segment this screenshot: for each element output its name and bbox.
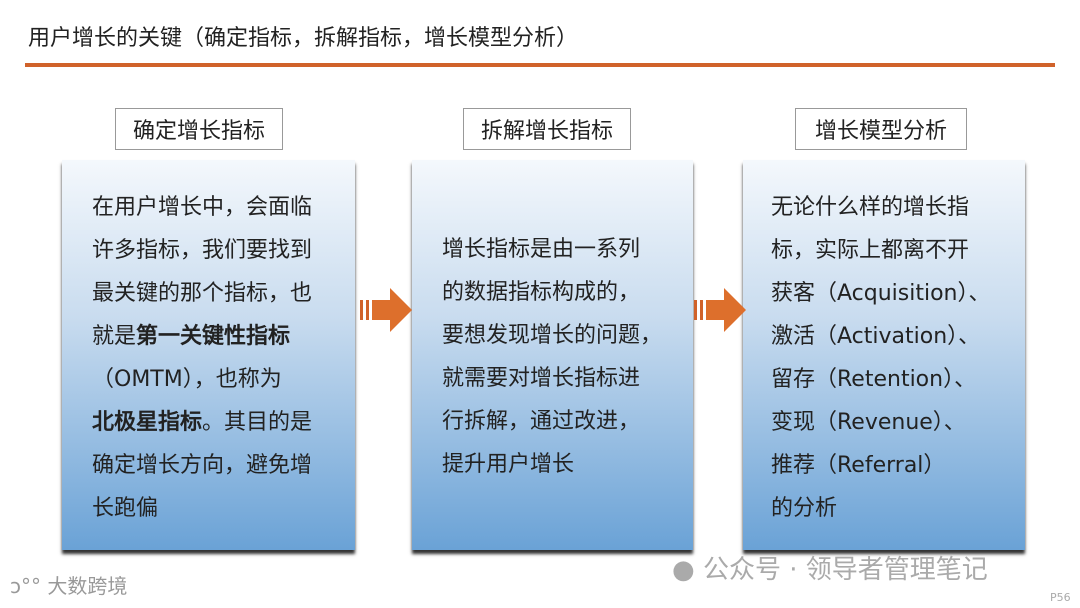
text-line: 行拆解，通过改进，: [442, 400, 693, 443]
box-define-metric: 在用户增长中，会面临许多指标，我们要找到最关键的那个指标，也就是第一关键性指标（…: [62, 160, 355, 550]
header-break-down-metric: 拆解增长指标: [463, 108, 631, 150]
text-line: 北极星指标。其目的是: [92, 401, 355, 444]
text: 无论什么样的增长指: [771, 195, 970, 220]
text: 推荐（Referral）: [771, 453, 946, 478]
text-line: 标，实际上都离不开: [771, 229, 1025, 272]
text: 的数据指标构成的，: [442, 280, 641, 305]
box-growth-model: 无论什么样的增长指标，实际上都离不开获客（Acquisition）、激活（Act…: [743, 160, 1025, 550]
bold-text: 北极星指标: [92, 410, 203, 435]
text-line: 的分析: [771, 487, 1025, 530]
text: 标，实际上都离不开: [771, 238, 970, 263]
text: 在用户增长中，会面临: [92, 195, 313, 220]
text: 要想发现增长的问题，: [442, 323, 663, 348]
text-line: 确定增长方向，避免增: [92, 444, 355, 487]
watermark-left: ↄ°° 大数跨境: [10, 574, 128, 598]
text: 就是: [92, 324, 137, 349]
text-line: 就是第一关键性指标: [92, 315, 355, 358]
text-line: （OMTM），也称为: [92, 358, 355, 401]
logo-icon: ↄ°°: [10, 574, 41, 598]
text: 的分析: [771, 496, 838, 521]
text-line: 就需要对增长指标进: [442, 357, 693, 400]
text: 增长指标是由一系列: [442, 237, 641, 262]
text: 。其目的是: [202, 410, 313, 435]
text-line: 获客（Acquisition）、: [771, 272, 1025, 315]
title-divider: [25, 63, 1055, 67]
header-growth-model: 增长模型分析: [795, 108, 967, 150]
text-line: 长跑偏: [92, 487, 355, 530]
text: 提升用户增长: [442, 452, 575, 477]
text-line: 在用户增长中，会面临: [92, 186, 355, 229]
watermark-wechat: ● 公众号 · 领导者管理笔记: [672, 556, 988, 585]
text-line: 提升用户增长: [442, 443, 693, 486]
text-line: 要想发现增长的问题，: [442, 314, 693, 357]
text-line: 增长指标是由一系列: [442, 228, 693, 271]
text-line: 推荐（Referral）: [771, 444, 1025, 487]
wechat-icon: ●: [672, 555, 695, 585]
text: 许多指标，我们要找到: [92, 238, 313, 263]
watermark-text: 公众号 · 领导者管理笔记: [702, 555, 988, 585]
text: 变现（Revenue）、: [771, 410, 966, 435]
header-define-metric: 确定增长指标: [115, 108, 283, 150]
text-line: 最关键的那个指标，也: [92, 272, 355, 315]
text: 就需要对增长指标进: [442, 366, 641, 391]
text: 最关键的那个指标，也: [92, 281, 313, 306]
arrow-right-icon: [360, 288, 412, 332]
text: 获客（Acquisition）、: [771, 281, 991, 306]
text: 长跑偏: [92, 496, 159, 521]
page-number: P56: [1050, 591, 1071, 604]
text: （OMTM），也称为: [92, 367, 282, 392]
text: 确定增长方向，避免增: [92, 453, 313, 478]
text: 行拆解，通过改进，: [442, 409, 641, 434]
slide-title: 用户增长的关键（确定指标，拆解指标，增长模型分析）: [28, 26, 579, 51]
box-break-down-metric: 增长指标是由一系列的数据指标构成的， 要想发现增长的问题， 就需要对增长指标进行拆解…: [412, 160, 693, 550]
text-line: 的数据指标构成的，: [442, 271, 693, 314]
text: 激活（Activation）、: [771, 324, 981, 349]
arrow-right-icon: [694, 288, 746, 332]
bold-text: 第一关键性指标: [136, 324, 291, 349]
text-line: 无论什么样的增长指: [771, 186, 1025, 229]
text-line: 留存（Retention）、: [771, 358, 1025, 401]
text-line: 激活（Activation）、: [771, 315, 1025, 358]
text: 留存（Retention）、: [771, 367, 977, 392]
text-line: 变现（Revenue）、: [771, 401, 1025, 444]
text-line: 许多指标，我们要找到: [92, 229, 355, 272]
